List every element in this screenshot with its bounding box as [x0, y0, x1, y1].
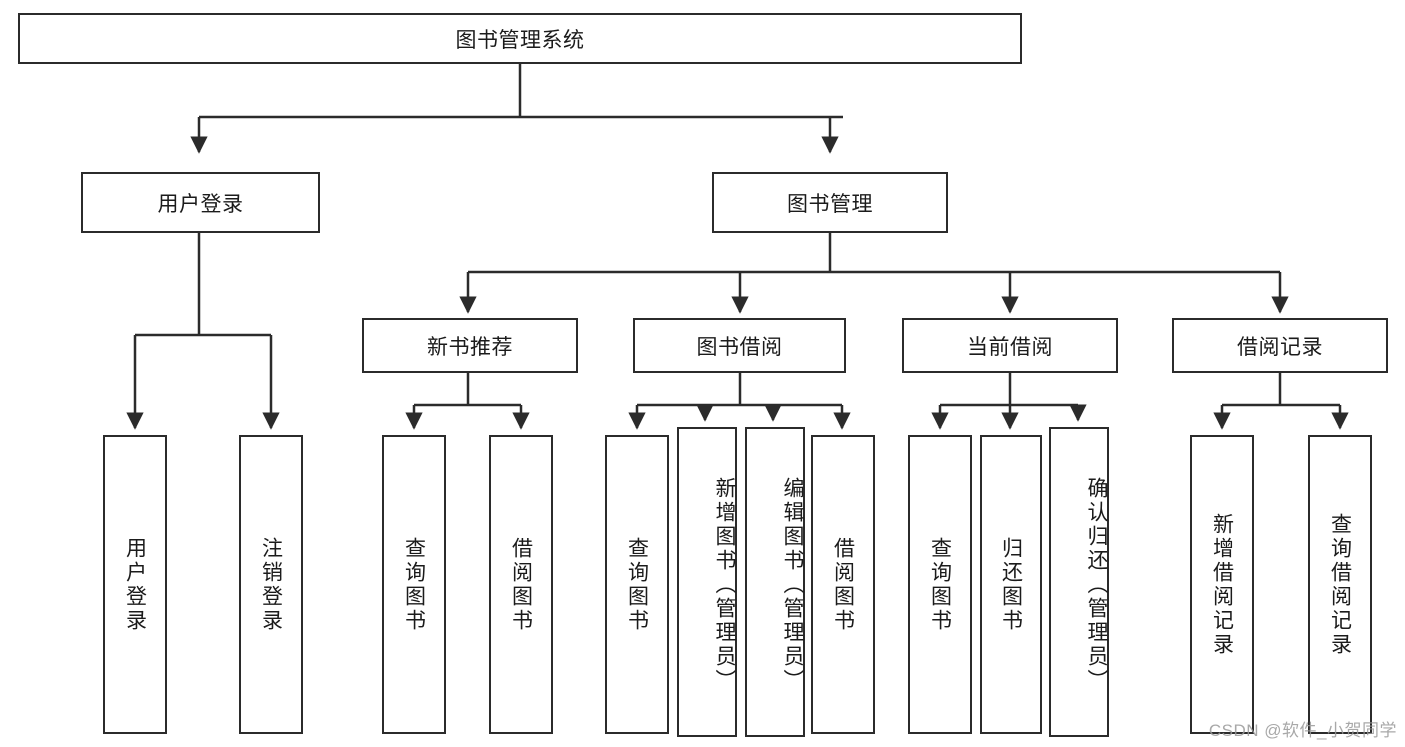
leaf-confirm-return-admin[interactable]: 确认归还（管理员） [1049, 427, 1109, 737]
leaf-borrow-book-recommend[interactable]: 借阅图书 [489, 435, 553, 734]
node-label: 编辑图书（管理员） [781, 477, 804, 693]
node-user-login[interactable]: 用户登录 [81, 172, 320, 233]
node-label: 查询借阅记录 [1328, 512, 1352, 657]
node-label: 查询图书 [402, 536, 426, 633]
node-label: 确认归还（管理员） [1085, 477, 1108, 693]
node-label: 查询图书 [928, 536, 952, 633]
node-book-management[interactable]: 图书管理 [712, 172, 948, 233]
leaf-borrow-book[interactable]: 借阅图书 [811, 435, 875, 734]
node-label: 新增借阅记录 [1210, 512, 1234, 657]
node-label: 图书管理 [787, 192, 873, 216]
node-label: 用户登录 [123, 536, 147, 633]
leaf-query-book-current[interactable]: 查询图书 [908, 435, 972, 734]
node-label: 图书管理系统 [455, 28, 585, 52]
node-book-borrow[interactable]: 图书借阅 [633, 318, 846, 373]
leaf-user-login[interactable]: 用户登录 [103, 435, 167, 734]
leaf-query-borrow-record[interactable]: 查询借阅记录 [1308, 435, 1372, 734]
node-label: 借阅图书 [831, 536, 855, 633]
node-label: 图书借阅 [696, 335, 783, 359]
watermark-text: CSDN @软件_小贺同学 [1208, 721, 1397, 740]
node-root-book-management-system[interactable]: 图书管理系统 [18, 13, 1022, 64]
node-label: 查询图书 [625, 536, 649, 633]
node-label: 新增图书（管理员） [713, 477, 736, 693]
leaf-return-book[interactable]: 归还图书 [980, 435, 1042, 734]
node-label: 新书推荐 [427, 335, 513, 359]
node-label: 归还图书 [999, 536, 1023, 633]
leaf-edit-book-admin[interactable]: 编辑图书（管理员） [745, 427, 805, 737]
node-new-book-recommend[interactable]: 新书推荐 [362, 318, 578, 373]
leaf-query-book-borrow[interactable]: 查询图书 [605, 435, 669, 734]
node-label: 注销登录 [259, 536, 283, 633]
node-label: 借阅记录 [1237, 335, 1323, 359]
node-borrow-record[interactable]: 借阅记录 [1172, 318, 1388, 373]
node-current-borrow[interactable]: 当前借阅 [902, 318, 1118, 373]
leaf-add-book-admin[interactable]: 新增图书（管理员） [677, 427, 737, 737]
node-label: 借阅图书 [509, 536, 533, 633]
leaf-add-borrow-record[interactable]: 新增借阅记录 [1190, 435, 1254, 734]
node-label: 当前借阅 [967, 335, 1053, 359]
leaf-query-book-recommend[interactable]: 查询图书 [382, 435, 446, 734]
leaf-logout-login[interactable]: 注销登录 [239, 435, 303, 734]
node-label: 用户登录 [157, 192, 244, 216]
